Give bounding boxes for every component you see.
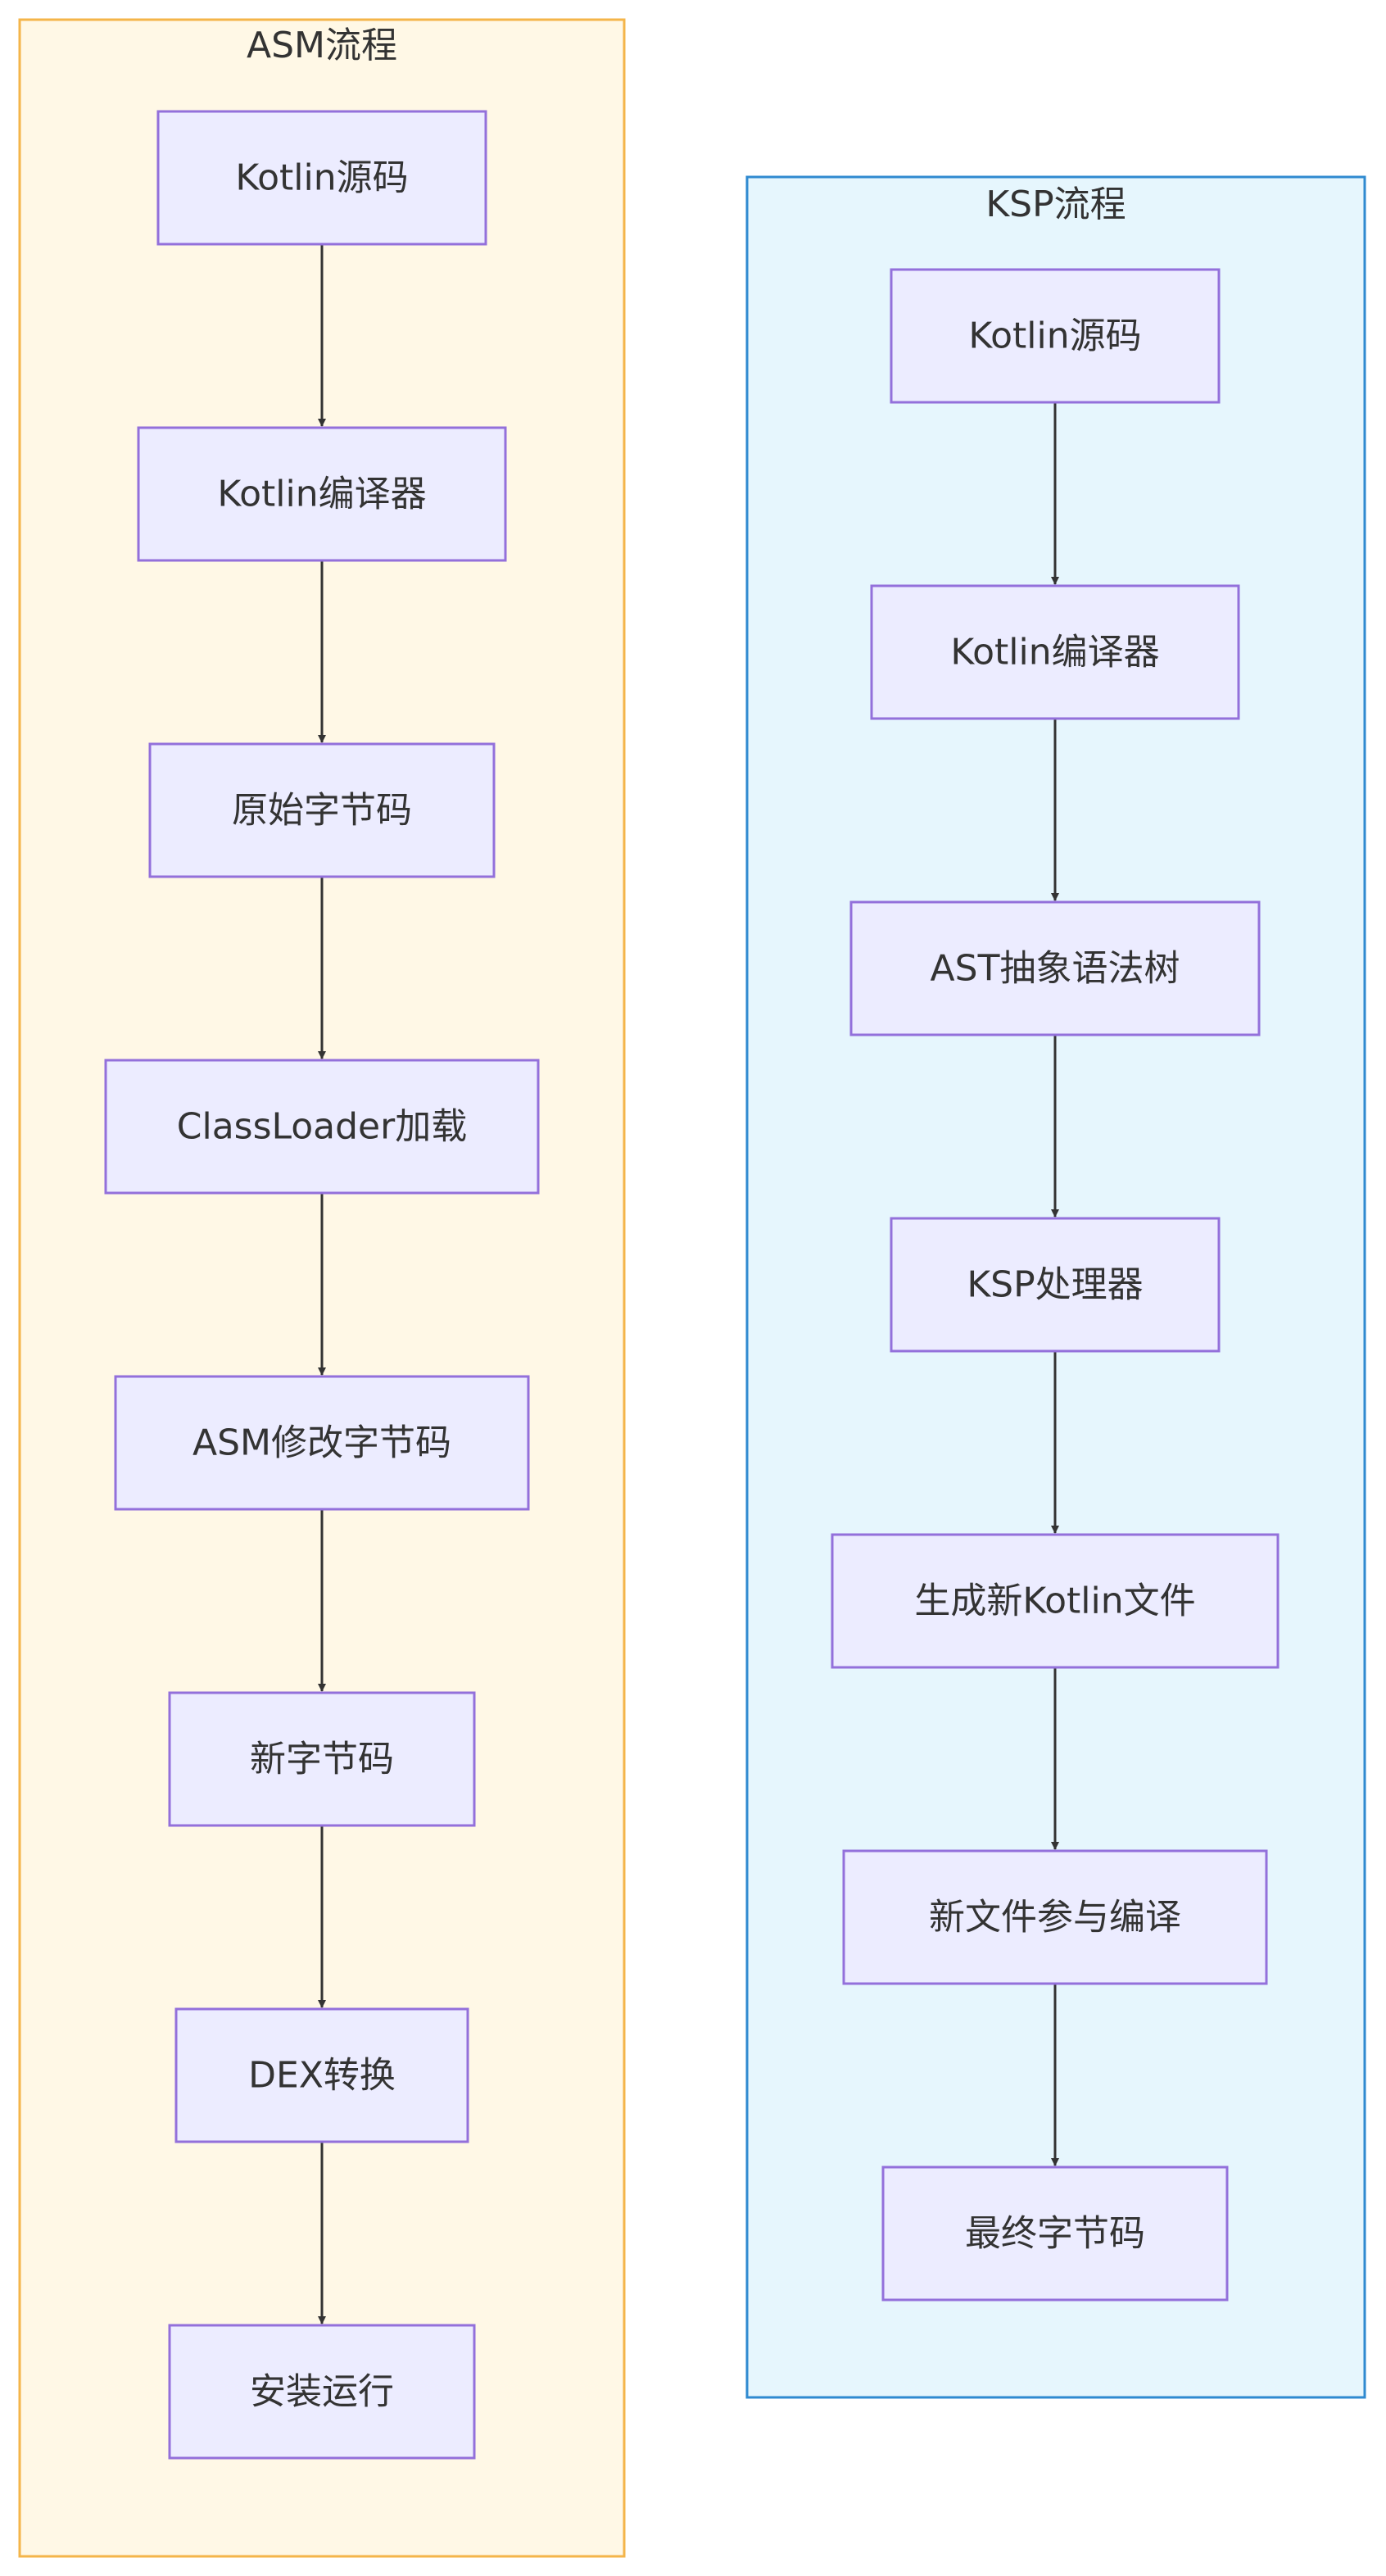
ksp-node-box <box>870 584 1240 720</box>
ksp-node-7: 最终字节码 <box>881 2166 1229 2302</box>
ksp-node-label: 生成新Kotlin文件 <box>914 1581 1195 1622</box>
ksp-node-box <box>849 900 1261 1036</box>
asm-node-label: 安装运行 <box>250 2371 394 2413</box>
ksp-node-box <box>842 1849 1268 1985</box>
asm-node-box <box>168 1691 476 1827</box>
asm-node-box <box>148 742 496 878</box>
asm-node-7: DEX转换 <box>174 2007 469 2143</box>
asm-node-box <box>137 426 507 562</box>
ksp-node-box <box>831 1533 1280 1669</box>
asm-node-box <box>156 110 487 246</box>
asm-node-label: DEX转换 <box>248 2055 396 2097</box>
asm-node-5: ASM修改字节码 <box>114 1375 530 1511</box>
ksp-node-label: 新文件参与编译 <box>929 1897 1181 1939</box>
asm-node-3: 原始字节码 <box>148 742 496 878</box>
ksp-nodes: Kotlin源码 Kotlin编译器 AST抽象语法树 KSP处理器生成新Kotlin… <box>831 268 1280 2302</box>
ksp-node-label: AST抽象语法树 <box>931 948 1180 990</box>
asm-node-1: Kotlin源码 <box>156 110 487 246</box>
asm-node-4: ClassLoader加载 <box>104 1059 540 1195</box>
asm-node-2: Kotlin编译器 <box>137 426 507 562</box>
ksp-node-label: 最终字节码 <box>965 2213 1145 2255</box>
ksp-node-6: 新文件参与编译 <box>842 1849 1268 1985</box>
ksp-cluster-title: KSP流程 <box>985 184 1126 225</box>
asm-cluster-title: ASM流程 <box>247 25 397 66</box>
ksp-node-box <box>881 2166 1229 2302</box>
asm-node-label: 原始字节码 <box>232 790 412 832</box>
ksp-node-1: Kotlin源码 <box>890 268 1221 404</box>
asm-node-box <box>104 1059 540 1195</box>
asm-node-label: ASM修改字节码 <box>192 1422 451 1464</box>
asm-node-label: Kotlin编译器 <box>217 474 426 515</box>
asm-node-box <box>168 2324 476 2460</box>
asm-node-8: 安装运行 <box>168 2324 476 2460</box>
ksp-cluster: KSP流程 Kotlin源码 Kotlin编译器 AST抽象语法树 KSP处理器生成新… <box>745 175 1366 2399</box>
ksp-node-4: KSP处理器 <box>890 1217 1221 1353</box>
ksp-node-box <box>890 268 1221 404</box>
asm-node-label: ClassLoader加载 <box>177 1106 467 1148</box>
ksp-node-2: Kotlin编译器 <box>870 584 1240 720</box>
asm-node-box <box>174 2007 469 2143</box>
ksp-node-5: 生成新Kotlin文件 <box>831 1533 1280 1669</box>
asm-node-label: 新字节码 <box>250 1739 394 1780</box>
ksp-node-3: AST抽象语法树 <box>849 900 1261 1036</box>
asm-node-6: 新字节码 <box>168 1691 476 1827</box>
ksp-node-label: Kotlin编译器 <box>950 632 1159 673</box>
asm-node-box <box>114 1375 530 1511</box>
ksp-node-label: KSP处理器 <box>967 1264 1143 1306</box>
asm-node-label: Kotlin源码 <box>235 157 408 199</box>
ksp-node-label: Kotlin源码 <box>968 315 1141 357</box>
ksp-node-box <box>890 1217 1221 1353</box>
